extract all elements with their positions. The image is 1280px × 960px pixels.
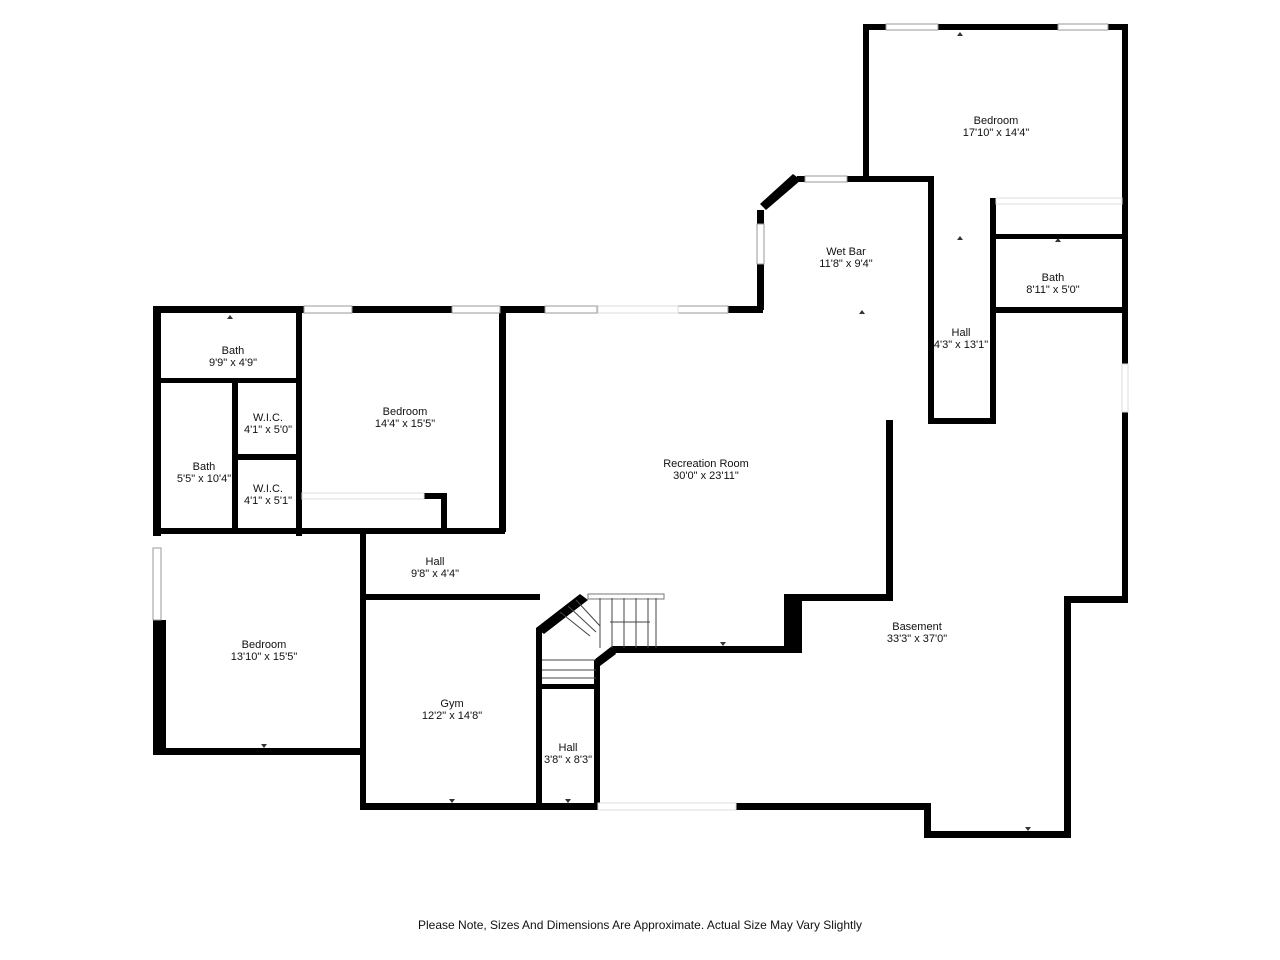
stairs: [542, 593, 665, 679]
room-name: Bath: [221, 345, 245, 357]
room-dimensions: 14'4" x 15'5": [374, 418, 436, 430]
room-name: W.I.C.: [253, 483, 283, 495]
room-dimensions: 4'3" x 13'1": [933, 339, 989, 351]
room-name: Bath: [1041, 272, 1065, 284]
room-name: Hall: [951, 327, 971, 339]
room-dimensions: 3'8" x 8'3": [543, 754, 593, 766]
room-dimensions: 8'11" x 5'0": [1026, 284, 1080, 296]
room-dimensions: 4'1" x 5'0": [243, 424, 293, 436]
room-dimensions: 12'2" x 14'8": [421, 710, 483, 722]
room-label-bedroom-sw: Bedroom 13'10" x 15'5": [231, 639, 297, 663]
room-label-bath-ne: Bath 8'11" x 5'0": [1026, 272, 1079, 296]
room-dimensions: 4'1" x 5'1": [243, 495, 293, 507]
room-label-wet-bar: Wet Bar 11'8" x 9'4": [819, 246, 872, 270]
room-label-hall-east: Hall 4'3" x 13'1": [934, 327, 988, 351]
room-name: Bath: [192, 461, 216, 473]
room-dimensions: 30'0" x 23'11": [673, 470, 739, 482]
disclaimer-note: Please Note, Sizes And Dimensions Are Ap…: [418, 918, 862, 932]
room-name: W.I.C.: [253, 412, 283, 424]
room-name: Recreation Room: [663, 458, 749, 470]
room-label-bath-nw: Bath 9'9" x 4'9": [209, 345, 257, 369]
room-dimensions: 9'8" x 4'4": [410, 568, 460, 580]
room-label-gym: Gym 12'2" x 14'8": [422, 698, 482, 722]
room-name: Hall: [558, 742, 578, 754]
room-label-hall-centre: Hall 9'8" x 4'4": [411, 556, 459, 580]
room-name: Bedroom: [241, 639, 287, 651]
room-name: Bedroom: [973, 115, 1019, 127]
room-dimensions: 5'5" x 10'4": [176, 473, 232, 485]
room-name: Hall: [425, 556, 445, 568]
room-dimensions: 33'3" x 37'0": [886, 633, 948, 645]
room-dimensions: 9'9" x 4'9": [208, 357, 258, 369]
room-label-wic-2: W.I.C. 4'1" x 5'1": [244, 483, 292, 507]
room-name: Wet Bar: [826, 246, 866, 258]
room-dimensions: 17'10" x 14'4": [962, 127, 1030, 139]
room-name: Basement: [892, 621, 942, 633]
room-dimensions: 11'8" x 9'4": [819, 258, 873, 270]
measurement-ticks: [227, 32, 1061, 831]
room-label-bath-w: Bath 5'5" x 10'4": [177, 461, 231, 485]
room-label-bedroom-n: Bedroom 14'4" x 15'5": [375, 406, 435, 430]
room-label-hall-south: Hall 3'8" x 8'3": [544, 742, 592, 766]
room-label-bedroom-ne: Bedroom 17'10" x 14'4": [963, 115, 1029, 139]
room-label-basement: Basement 33'3" x 37'0": [887, 621, 947, 645]
windows: [152, 23, 1129, 811]
room-name: Bedroom: [382, 406, 428, 418]
room-label-wic-1: W.I.C. 4'1" x 5'0": [244, 412, 292, 436]
room-name: Gym: [440, 698, 464, 710]
walls: [153, 24, 1128, 838]
room-label-recreation-room: Recreation Room 30'0" x 23'11": [663, 458, 749, 482]
room-dimensions: 13'10" x 15'5": [230, 651, 298, 663]
